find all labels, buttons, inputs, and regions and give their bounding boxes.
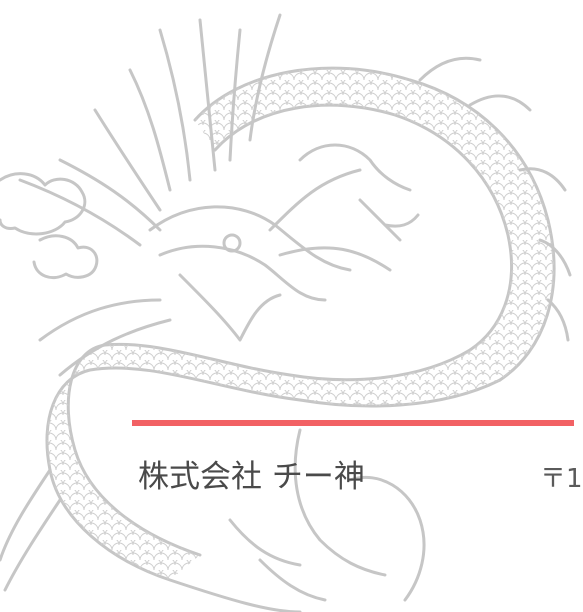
company-name: 株式会社 チー神: [138, 459, 365, 495]
accent-divider: [132, 420, 574, 426]
postal-code-label: 〒1: [540, 464, 583, 494]
